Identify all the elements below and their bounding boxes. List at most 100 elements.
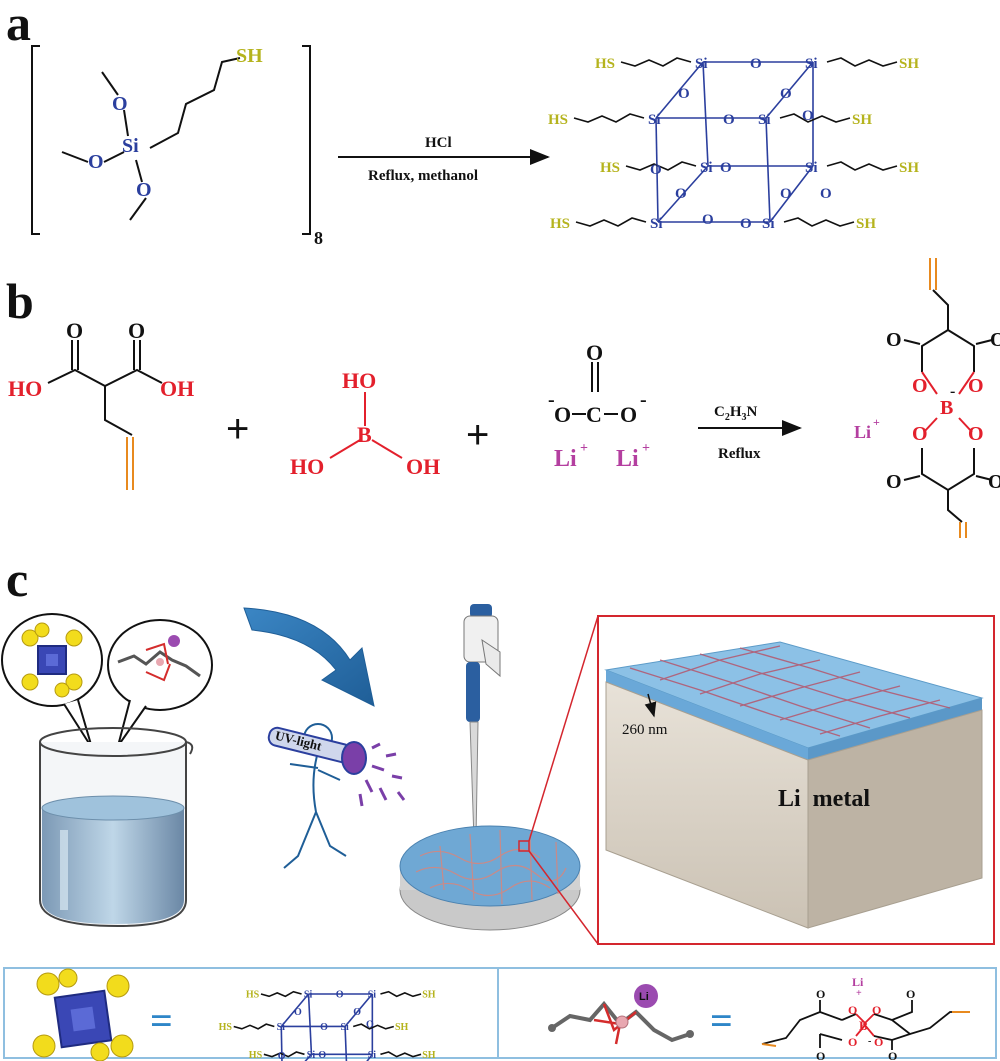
o-atom: O: [366, 1020, 374, 1031]
bond: [765, 117, 771, 223]
poss-speech-bubble: [1, 613, 103, 749]
si-atom: Si: [695, 56, 708, 72]
si-atom: Si: [307, 1050, 316, 1061]
carbonate-c: C: [586, 402, 602, 427]
panel-label-b: b: [6, 273, 34, 329]
o-atom: O: [720, 160, 732, 176]
product-o-4: O: [968, 375, 984, 397]
o-atom: O: [353, 1007, 361, 1018]
oxygen-label-2: O: [88, 151, 104, 173]
si-atom: Si: [277, 1022, 286, 1033]
bond: [655, 61, 704, 119]
si-atom: Si: [304, 989, 313, 1000]
chain: [573, 113, 645, 123]
o-atom: O: [702, 212, 714, 228]
equals-sign-1: =: [150, 998, 173, 1043]
chain: [625, 161, 697, 171]
uv-stick-figure: UV-light: [267, 723, 406, 869]
subscript-8: 8: [314, 228, 323, 248]
reagent-hcl: HCl: [425, 135, 452, 151]
legend-lithium-charge: +: [856, 988, 862, 999]
o-atom: O: [278, 1051, 286, 1061]
thiol-start: HS: [246, 989, 260, 1000]
allylmalonic-acid: O O HO OH: [8, 318, 194, 490]
thiol-end: SH: [422, 989, 436, 1000]
oxygen-label-1: O: [112, 93, 128, 115]
legend-o-3: O: [816, 1049, 825, 1061]
legend-o-7: O: [848, 1035, 857, 1049]
o-atom: O: [320, 1022, 328, 1033]
equals-sign-2: =: [710, 998, 733, 1043]
trimethoxysilane-monomer: 8 SH Si O O O: [31, 45, 323, 248]
boric-oh-right: OH: [406, 454, 440, 479]
legend-poss-structure: HSSHHSSHHSSHHSSHSiSiSiSiSiSiSiSiOOOOOOOO…: [219, 989, 436, 1061]
o-atom: O: [294, 1007, 302, 1018]
lithium-ion-2-charge: +: [642, 441, 650, 456]
legend-boron: B: [859, 1018, 868, 1033]
lithium-salt-molecule-icon: [117, 635, 201, 682]
si-atom: Si: [368, 989, 377, 1000]
thiol-start: HS: [548, 112, 568, 128]
product-o-1: O: [886, 329, 902, 351]
bond: [307, 993, 313, 1055]
beaker: [39, 727, 194, 928]
reaction-arrow-b: C2H3N Reflux: [698, 404, 802, 462]
product-boron: B: [940, 397, 953, 419]
chain: [575, 217, 647, 227]
thiol-start: HS: [219, 1022, 233, 1033]
lithium-ion-1: Li: [554, 446, 577, 472]
product-o-5: O: [912, 423, 928, 445]
condition-reflux: Reflux: [718, 446, 761, 462]
o-atom: O: [318, 1050, 326, 1061]
product-boron-charge: -: [950, 383, 955, 400]
bond: [655, 117, 659, 223]
pipette: [463, 604, 501, 841]
o-atom: O: [802, 108, 814, 124]
condition-reflux-methanol: Reflux, methanol: [368, 168, 478, 184]
chain: [260, 990, 302, 998]
plus-sign-1: +: [226, 407, 249, 451]
lithium-allylmalonatoborate-product: Li + O O O O B - O O O O: [854, 258, 1000, 538]
bond: [304, 1053, 313, 1061]
oxygen-label-3: O: [136, 179, 152, 201]
panel-label-a: a: [6, 0, 31, 51]
si-atom: Si: [650, 216, 663, 232]
li-bubble-label: Li: [639, 991, 649, 1003]
thiol-label: SH: [236, 45, 263, 67]
thickness-label: 260 nm: [622, 722, 668, 738]
thiol-end: SH: [899, 56, 919, 72]
chain: [233, 1023, 275, 1030]
legend-lithium-salt-icon: Li: [548, 984, 694, 1045]
thiol-start: HS: [595, 56, 615, 72]
thiol-end: SH: [899, 160, 919, 176]
uv-rays: [358, 742, 406, 807]
lithium-ion-2: Li: [616, 446, 639, 472]
carbonate-o-right: O: [620, 402, 637, 427]
si-atom: Si: [805, 160, 818, 176]
thiol-start: HS: [600, 160, 620, 176]
lithium-ion-1-charge: +: [580, 441, 588, 456]
o-atom: O: [780, 186, 792, 202]
chain: [380, 990, 422, 998]
product-o-6: O: [968, 423, 984, 445]
thiol-end: SH: [856, 216, 876, 232]
boric-oh-top: HO: [342, 368, 376, 393]
product-o-7: O: [886, 471, 902, 493]
bond: [657, 165, 709, 223]
si-atom: Si: [340, 1022, 349, 1033]
legend-o-5: O: [848, 1003, 857, 1017]
o-atom: O: [678, 86, 690, 102]
carbonate-minus-right: -: [640, 389, 647, 411]
legend-box: = HSSHHSSHHSSHHSSHSiSiSiSiSiSiSiSiOOOOOO…: [3, 967, 997, 1061]
product-lithium: Li: [854, 422, 871, 442]
hydroxyl-left: HO: [8, 376, 42, 401]
silicon-label: Si: [122, 135, 139, 157]
coated-li-disc: [399, 615, 599, 945]
si-atom: Si: [368, 1050, 377, 1061]
legend-borate-structure: Li + B - O O O O O O O O: [761, 975, 970, 1061]
carbonyl-o-right: O: [128, 318, 145, 343]
si-atom: Si: [648, 112, 661, 128]
bond: [765, 61, 814, 119]
